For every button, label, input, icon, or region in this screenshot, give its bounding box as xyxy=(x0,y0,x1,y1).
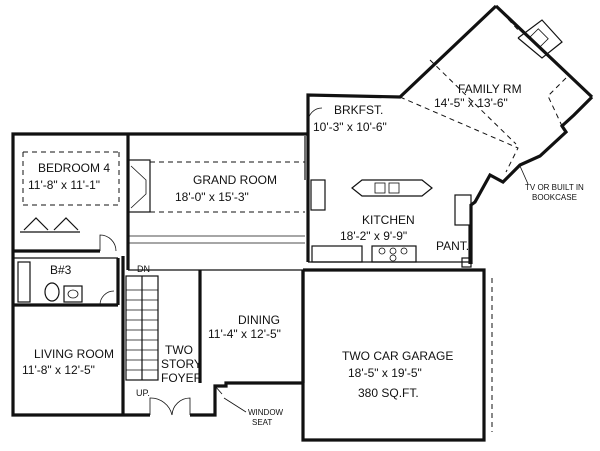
tv-note-line1: TV OR BUILT IN xyxy=(525,183,584,192)
brkfst-dims: 10'-3" x 10'-6" xyxy=(313,120,387,134)
foyer-line3: FOYER xyxy=(161,371,203,385)
garage-name: TWO CAR GARAGE xyxy=(342,349,453,363)
living-room-dims: 11'-8" x 12'-5" xyxy=(22,363,95,377)
labels: FAMILY RM 14'-5" x 13'-6" BRKFST. 10'-3"… xyxy=(22,82,584,427)
stair xyxy=(125,275,159,381)
dashed-lines xyxy=(11,5,567,432)
exterior-walls xyxy=(11,4,594,442)
brkfst-name: BRKFST. xyxy=(334,103,383,117)
kitchen-name: KITCHEN xyxy=(362,213,415,227)
tv-note-line2: BOOKCASE xyxy=(532,193,577,202)
bedroom4-dims: 11'-8" x 11'-1" xyxy=(28,178,100,192)
family-room-dims: 14'-5" x 13'-6" xyxy=(434,96,508,110)
bedroom4-name: BEDROOM 4 xyxy=(38,161,110,175)
pantry-name: PANT. xyxy=(436,239,469,253)
garage-dims: 18'-5" x 19'-5" xyxy=(348,366,422,380)
window-seat-line2: SEAT xyxy=(252,418,272,427)
door-swings xyxy=(99,107,323,440)
kitchen-fixtures xyxy=(311,179,472,268)
bath-fixtures xyxy=(17,261,83,303)
stair-dn-label: DN xyxy=(137,264,150,274)
bedroom4-details xyxy=(20,151,120,233)
stair-up-label: UP. xyxy=(136,388,150,398)
living-room-name: LIVING ROOM xyxy=(34,347,114,361)
window-seat-line1: WINDOW xyxy=(248,408,284,417)
dining-dims: 11'-4" x 12'-5" xyxy=(208,327,281,341)
grand-room-dims: 18'-0" x 15'-3" xyxy=(175,190,249,204)
foyer-line2: STORY xyxy=(161,357,202,371)
dining-name: DINING xyxy=(238,313,280,327)
foyer-line1: TWO xyxy=(165,343,193,357)
garage-area: 380 SQ.FT. xyxy=(358,386,419,400)
grand-room-name: GRAND ROOM xyxy=(193,173,277,187)
grand-room-details xyxy=(127,159,305,244)
bath3-name: B#3 xyxy=(50,263,72,277)
family-room-name: FAMILY RM xyxy=(458,82,522,96)
kitchen-dims: 18'-2" x 9'-9" xyxy=(340,229,407,243)
